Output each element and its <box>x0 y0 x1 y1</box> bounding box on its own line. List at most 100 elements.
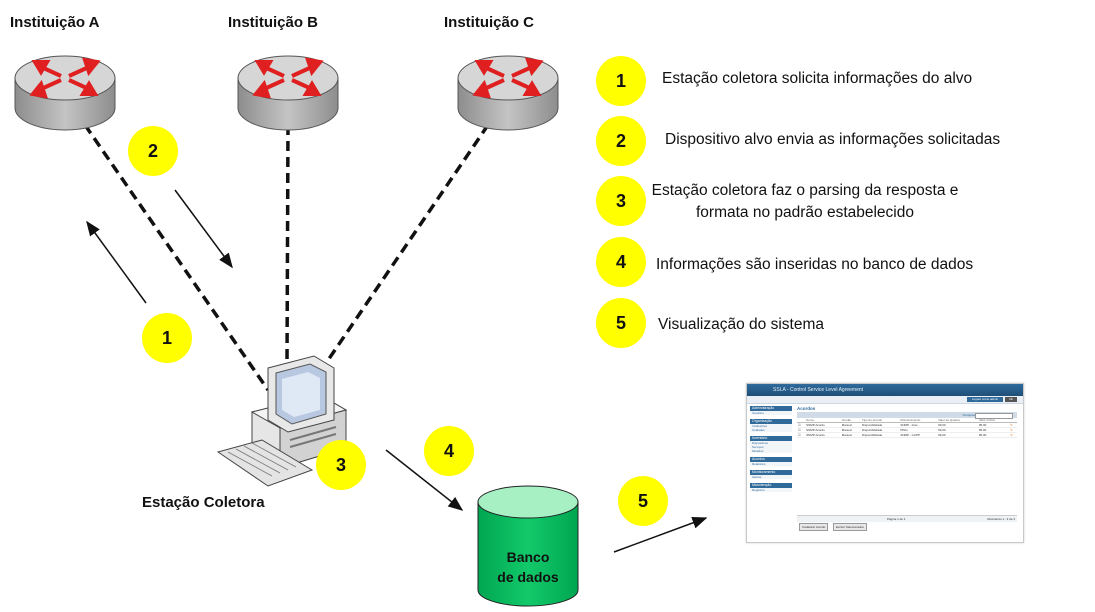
mini-table-cell: SNMP - CUPP <box>899 432 938 438</box>
mini-sidebar-item: Registros <box>750 488 792 492</box>
mini-add-button: Cadastrar Acordo <box>799 523 829 531</box>
mini-logout-button: Logout como admin <box>967 397 1003 402</box>
dashed-links <box>83 124 490 391</box>
mini-table-cell: SNMP Acordo <box>805 432 841 438</box>
mini-table-cell: SNMP - Inter... <box>899 422 938 428</box>
mini-table-cell: ☑ <box>797 427 806 433</box>
mini-ok-button: Ok <box>1005 397 1017 402</box>
mini-table-cell: ☑ <box>797 432 806 438</box>
database-icon <box>477 485 579 607</box>
mini-sidebar-group-title: Manutenção <box>750 483 792 488</box>
mini-sidebar-item: Alertas <box>750 475 792 479</box>
mini-page-title: Acordos <box>797 406 816 411</box>
mini-sidebar-group-title: Administração <box>750 406 792 411</box>
mini-table-cell: PING <box>899 427 938 433</box>
mini-pager: Página 1 de 1 Mostrando 1 - 3 de 3 <box>797 515 1017 522</box>
mini-table-header: Valor Crítico <box>977 418 1010 423</box>
arrow-step-1 <box>86 220 147 304</box>
mini-table-cell: Disponibilidade <box>861 422 900 428</box>
mini-table-cell: 99,00 <box>937 432 978 438</box>
legend-badge-3: 3 <box>596 176 646 226</box>
mini-table-cell: Manual <box>840 422 861 428</box>
mini-table-cell: 99,00 <box>937 427 978 433</box>
mini-table-cell: SNMP Acordo <box>805 427 841 433</box>
mini-table-header <box>797 418 806 423</box>
mini-table-cell: 99,00 <box>937 422 978 428</box>
legend-badge-4: 4 <box>596 237 646 287</box>
database-label-line2: de dados <box>497 569 559 585</box>
mini-sidebar-item: Modelos <box>750 449 792 453</box>
mini-search-label: Pesquisa <box>962 413 975 417</box>
mini-table-cell: 95,00 <box>977 427 1010 433</box>
arrow-step-2 <box>174 189 233 269</box>
link-c <box>318 124 490 373</box>
station-label: Estação Coletora <box>142 494 265 511</box>
diagram-badge-5: 5 <box>618 476 668 526</box>
mini-table-cell: SNMP Acordo <box>805 422 841 428</box>
mini-sidebar-item: Usuários <box>750 411 792 415</box>
legend-text-4: Informações são inseridas no banco de da… <box>656 256 974 273</box>
router-b <box>236 54 340 132</box>
router-c <box>456 54 560 132</box>
router-a <box>13 54 117 132</box>
mini-table-cell: 95,00 <box>977 432 1010 438</box>
database-label: Banco de dados <box>478 547 578 587</box>
mini-table-cell: Manual <box>840 427 861 433</box>
mini-table-header: Tipo de Acordo <box>861 418 900 423</box>
mini-sidebar-group-title: Monitoramento <box>750 470 792 475</box>
institution-a-label: Instituição A <box>10 14 100 31</box>
diagram-badge-1: 1 <box>142 313 192 363</box>
mini-table-header: Valor de Quebra <box>937 418 978 423</box>
mini-table-header: Monitoramento <box>899 418 938 423</box>
mini-sidebar-group-title: Acordos <box>750 457 792 462</box>
mini-header: SSLA - Control Service Level Agreement <box>747 384 1023 396</box>
mini-delete-button: Excluir Selecionados <box>833 523 867 531</box>
legend-text-5: Visualização do sistema <box>658 316 824 333</box>
mini-table-cell: ✎ <box>1009 422 1017 428</box>
mini-pager-pages: Página 1 de 1 <box>887 517 906 521</box>
mini-sidebar-item: Instituições <box>750 424 792 428</box>
mini-table-header: Versão <box>840 418 861 423</box>
mini-sidebar-item: Unidades <box>750 428 792 432</box>
legend-text-1: Estação coletora solicita informações do… <box>662 70 973 87</box>
mini-table-cell: ✎ <box>1009 432 1017 438</box>
legend-badge-2: 2 <box>596 116 646 166</box>
mini-table-cell: ✎ <box>1009 427 1017 433</box>
mini-sidebar-group-title: Inventário <box>750 436 792 441</box>
institution-b-label: Instituição B <box>228 14 319 31</box>
institution-c-label: Instituição C <box>444 14 535 31</box>
mini-table-cell: 95,00 <box>977 422 1010 428</box>
legend-text-2: Dispositivo alvo envia as informações so… <box>665 131 1001 148</box>
mini-table-cell: Disponibilidade <box>861 432 900 438</box>
mini-table-cell: Disponibilidade <box>861 427 900 433</box>
mini-table-cell: ☑ <box>797 422 806 428</box>
diagram-badge-4: 4 <box>424 426 474 476</box>
diagram-badge-2: 2 <box>128 126 178 176</box>
mini-sidebar-group-title: Organização <box>750 419 792 424</box>
database-label-line1: Banco <box>506 549 550 565</box>
legend-badge-5: 5 <box>596 298 646 348</box>
legend-text-3: Estação coletora faz o parsing da respos… <box>651 182 959 221</box>
legend-badge-1: 1 <box>596 56 646 106</box>
mini-subbar: Logout como admin Ok <box>747 396 1023 404</box>
mini-search-bar: Pesquisa <box>797 412 1017 419</box>
arrow-step-4 <box>385 449 464 511</box>
mini-table-cell: Manual <box>840 432 861 438</box>
mini-search-input <box>975 413 1013 419</box>
mini-sidebar-item: Relatórios <box>750 462 792 466</box>
arrow-step-5 <box>613 517 708 553</box>
system-screenshot-thumbnail: SSLA - Control Service Level Agreement L… <box>746 383 1024 543</box>
link-a <box>83 124 270 391</box>
